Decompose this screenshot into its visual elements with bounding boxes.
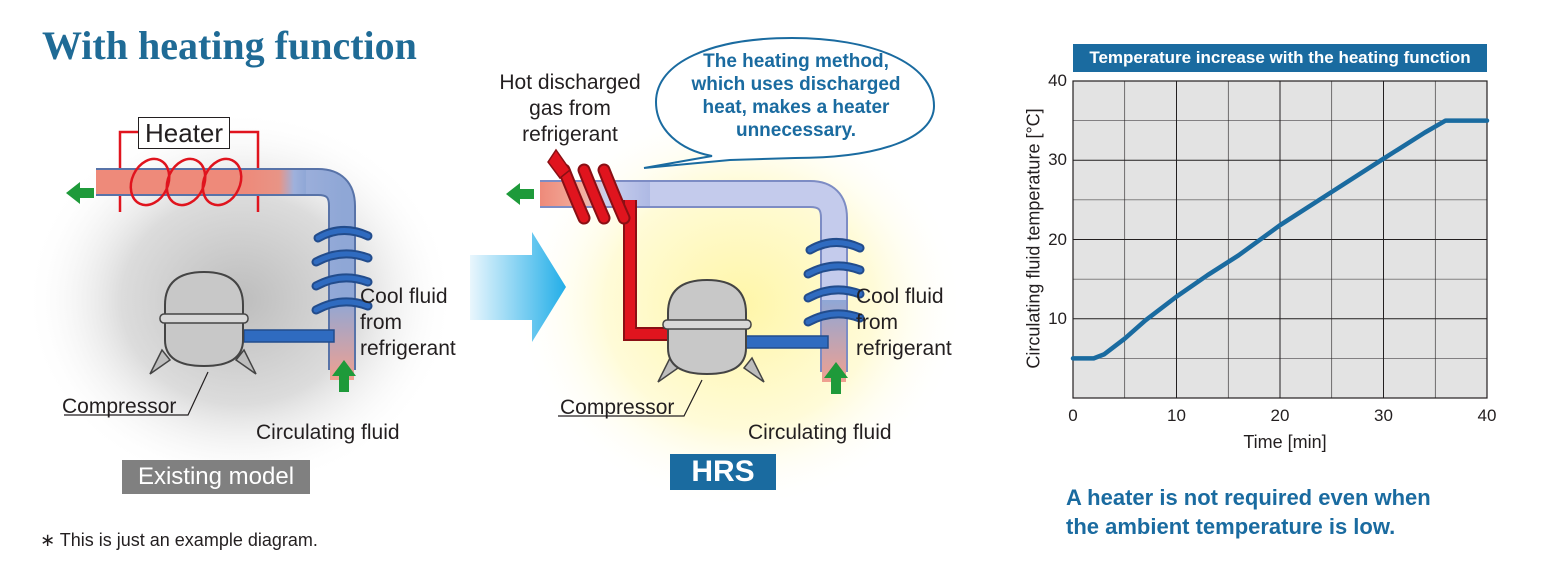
cool-fluid-label-right: Cool fluid from refrigerant xyxy=(856,284,952,362)
y-tick-label: 20 xyxy=(1048,229,1067,249)
circulating-fluid-label-left: Circulating fluid xyxy=(256,421,400,444)
y-tick-label: 40 xyxy=(1048,71,1067,90)
conclusion-line-1: A heater is not required even when xyxy=(1066,485,1431,510)
cool-fluid-line-2: from xyxy=(360,311,402,334)
cool-fluid-line-2: from xyxy=(856,311,898,334)
bubble-line-4: unnecessary. xyxy=(735,120,857,141)
speech-bubble xyxy=(643,36,936,169)
existing-model-badge: Existing model xyxy=(122,460,310,494)
bubble-line-2: which uses discharged xyxy=(691,74,901,95)
hot-gas-label: Hot discharged gas from refrigerant xyxy=(490,70,650,148)
y-tick-label: 30 xyxy=(1048,150,1067,170)
series-line xyxy=(1070,118,1490,361)
conclusion-text: A heater is not required even when the a… xyxy=(1066,483,1431,541)
bubble-text: The heating method, which uses discharge… xyxy=(666,50,926,142)
compressor-label-right: Compressor xyxy=(560,396,675,419)
chart-title: Temperature increase with the heating fu… xyxy=(1073,44,1487,72)
example-note: ∗ This is just an example diagram. xyxy=(40,530,318,550)
page-title: With heating function xyxy=(42,23,417,68)
compressor-label-left: Compressor xyxy=(62,395,177,418)
hrs-badge: HRS xyxy=(670,454,776,490)
hot-gas-line-3: refrigerant xyxy=(522,123,618,146)
x-tick-label: 20 xyxy=(1270,406,1290,425)
x-axis-label: Time [min] xyxy=(1243,432,1327,452)
x-tick-label: 30 xyxy=(1374,406,1393,425)
conclusion-line-2: the ambient temperature is low. xyxy=(1066,514,1396,539)
y-tick-label: 10 xyxy=(1048,308,1067,328)
transition-arrow xyxy=(470,232,566,342)
heater-label: Heater xyxy=(138,117,231,149)
cool-fluid-line-3: refrigerant xyxy=(856,337,952,360)
circulating-fluid-label-right: Circulating fluid xyxy=(748,421,892,444)
x-tick-label: 40 xyxy=(1477,406,1497,425)
hot-gas-line-1: Hot discharged xyxy=(499,71,641,94)
bubble-line-1: The heating method, xyxy=(703,51,889,72)
cool-fluid-line-1: Cool fluid xyxy=(856,285,944,308)
hot-gas-line-2: gas from xyxy=(529,97,611,120)
cool-fluid-label-left: Cool fluid from refrigerant xyxy=(360,284,456,362)
x-tick-label: 10 xyxy=(1167,406,1186,425)
cool-fluid-line-1: Cool fluid xyxy=(360,285,448,308)
cool-fluid-line-3: refrigerant xyxy=(360,337,456,360)
x-tick-label: 0 xyxy=(1068,406,1078,425)
bubble-line-3: heat, makes a heater xyxy=(702,97,890,118)
temperature-chart xyxy=(1070,80,1490,399)
